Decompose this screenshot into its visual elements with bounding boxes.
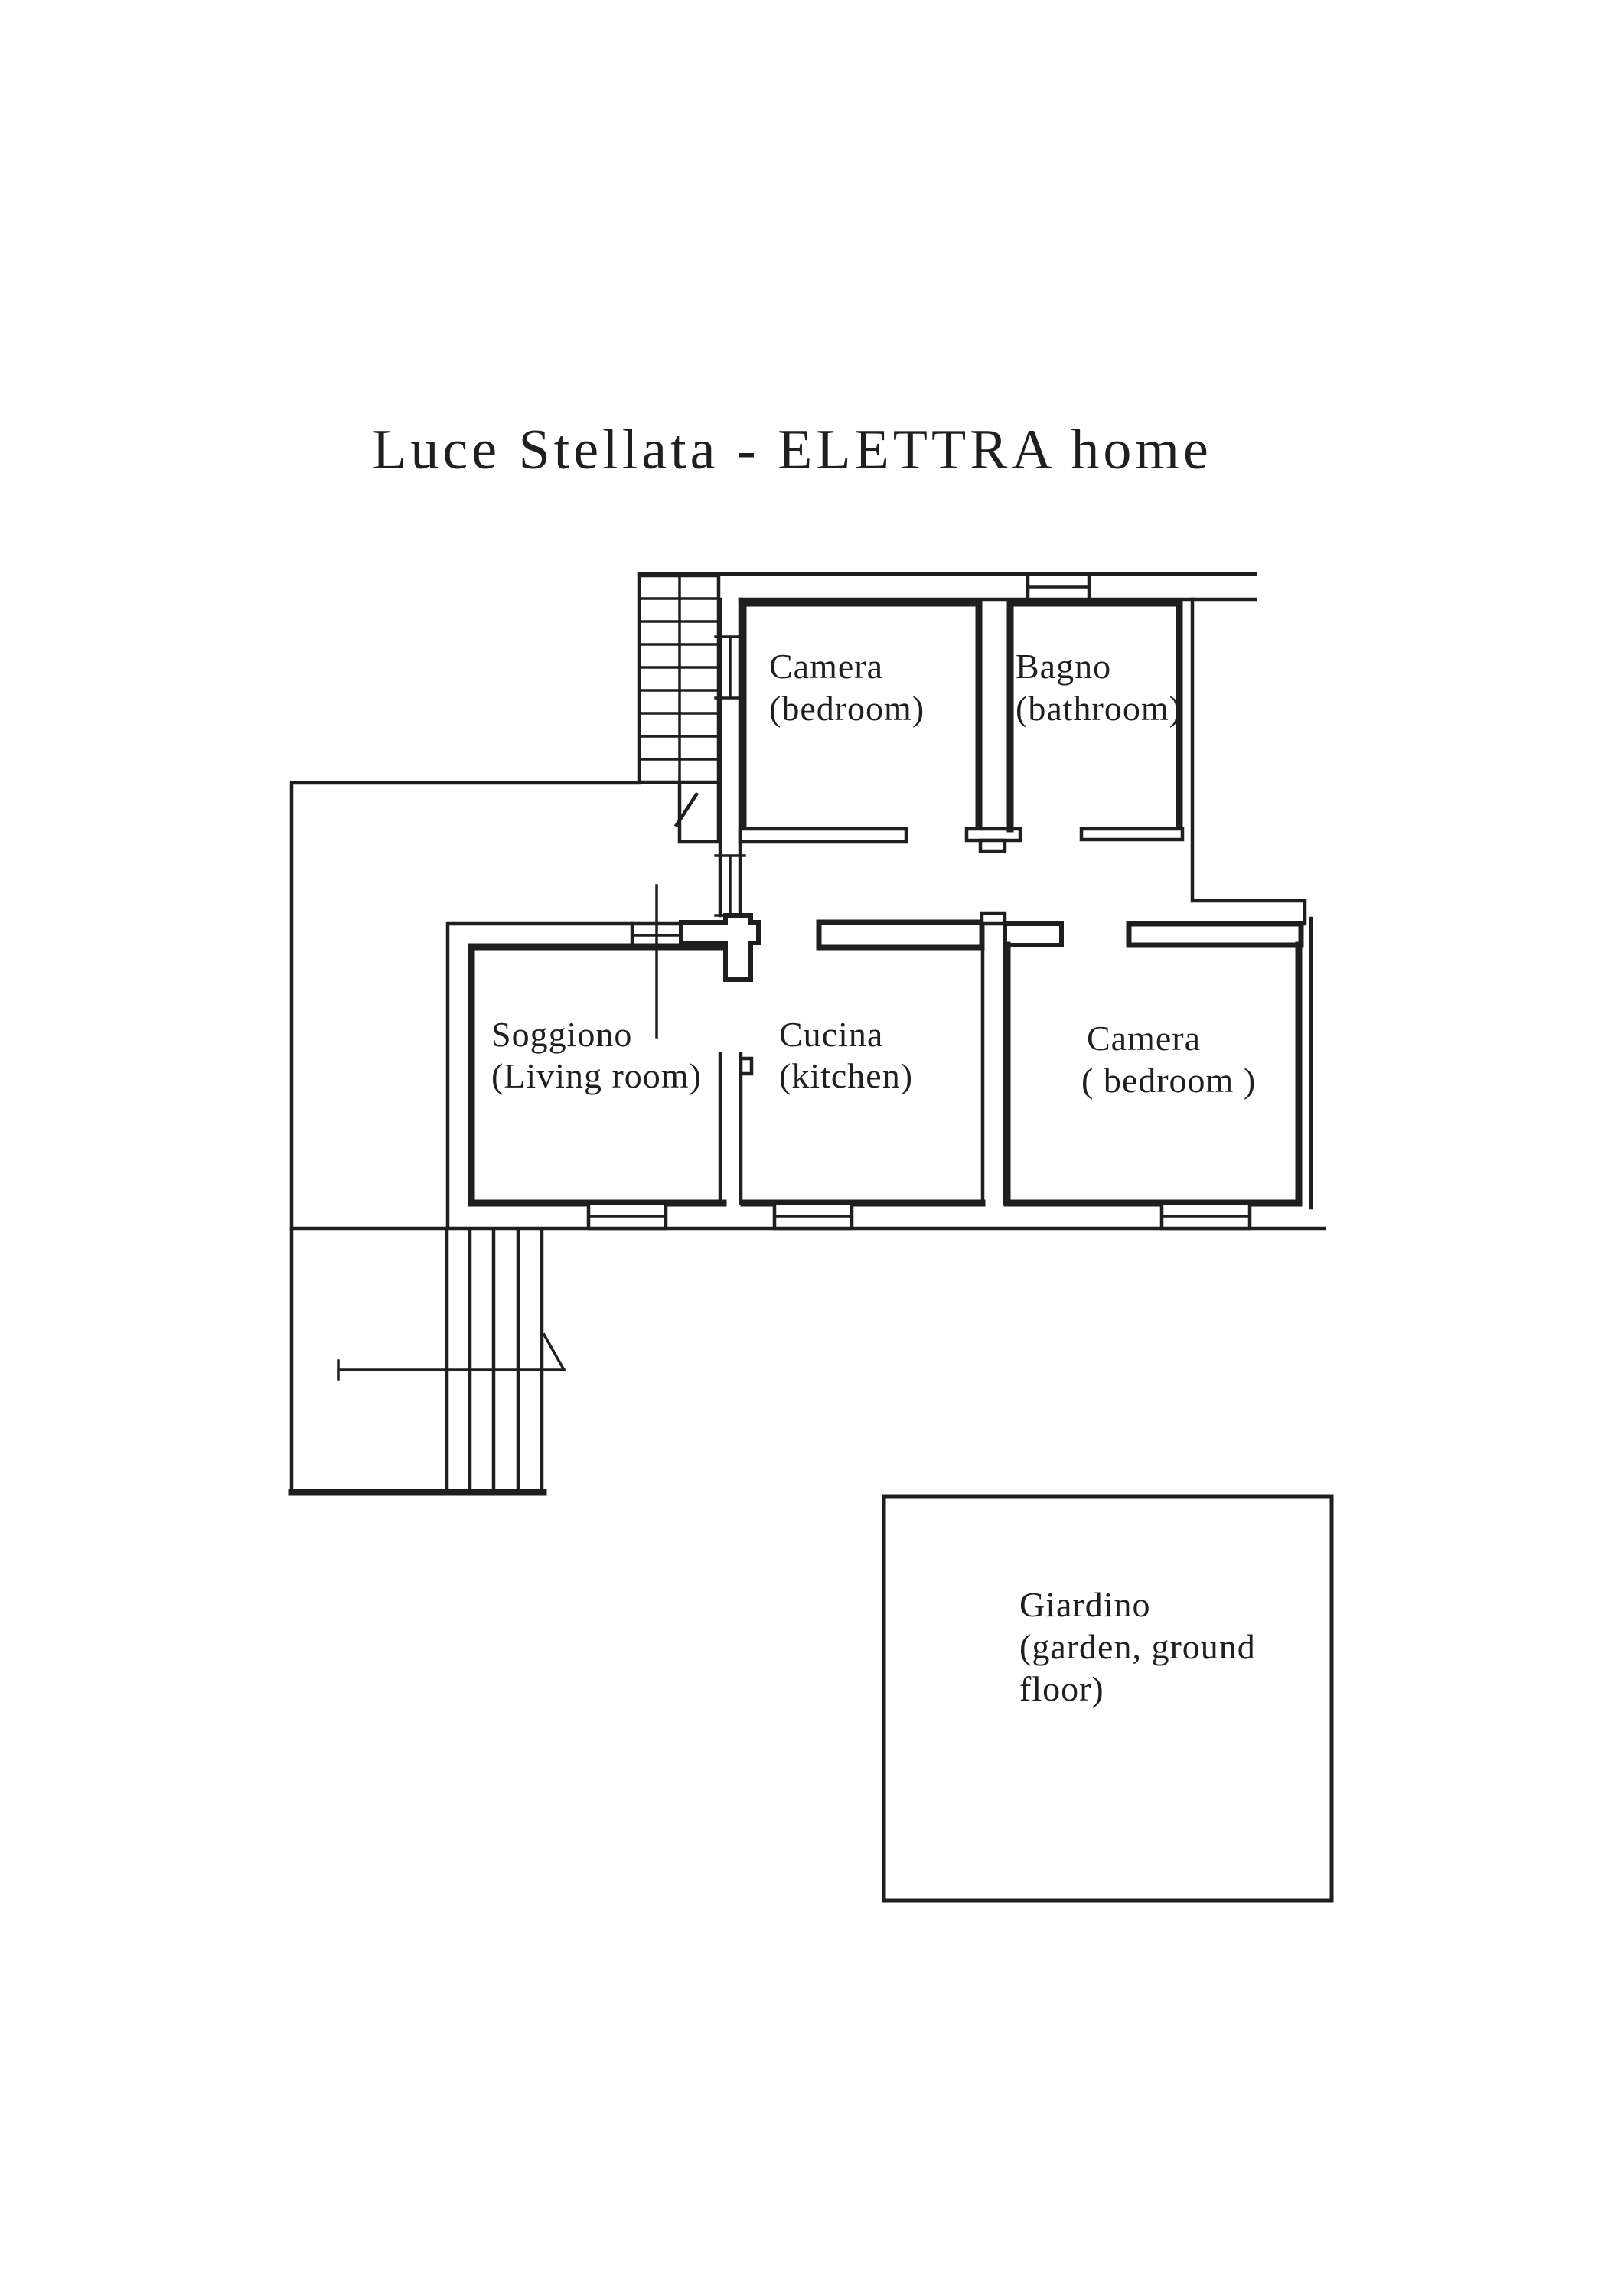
wall-cross-junction	[679, 913, 761, 982]
room-label-camera-top-en: (bedroom)	[769, 689, 925, 728]
room-label-bagno-en: (bathroom)	[1016, 689, 1182, 728]
cucina-camera-divider	[980, 943, 1007, 1205]
soggiono-cucina-wall	[718, 1052, 743, 1205]
corridor-walls	[445, 884, 1304, 1229]
room-label-soggiono: Soggiono	[491, 1015, 632, 1054]
room-label-camera-mid-en: ( bedroom )	[1081, 1061, 1256, 1100]
top-wall-window	[1026, 572, 1091, 602]
bottom-wall-windows	[586, 1201, 1252, 1231]
soggiono-room: Soggiono (Living room)	[468, 943, 727, 1207]
room-label-cucina-en: (kitchen)	[779, 1056, 913, 1095]
entry-wall	[673, 597, 746, 918]
camera-top-bottom-wall	[738, 827, 908, 844]
room-label-camera-mid: Camera	[1087, 1019, 1201, 1058]
camera-top-walls	[739, 599, 983, 833]
room-label-giardino-en1: (garden, ground	[1019, 1627, 1256, 1666]
room-label-cucina: Cucina	[779, 1015, 883, 1054]
room-label-camera-top: Camera	[769, 647, 883, 686]
lower-staircase-treads	[445, 1228, 544, 1495]
giardino-area: Giardino (garden, ground floor)	[882, 1494, 1334, 1903]
room-label-giardino-en2: floor)	[1019, 1669, 1104, 1708]
lower-staircase	[337, 1228, 566, 1495]
upper-staircase	[637, 573, 722, 844]
room-label-soggiono-en: (Living room)	[491, 1056, 702, 1095]
door-swing-icon	[673, 791, 699, 828]
stairs-direction-arrow	[337, 1332, 566, 1381]
room-label-bagno: Bagno	[1016, 647, 1111, 686]
wall-stub	[980, 911, 1007, 926]
camera-top-room: Camera (bedroom)	[738, 599, 1022, 853]
bagno-room: Bagno (bathroom)	[1006, 599, 1185, 842]
cucina-room: Cucina (kitchen)	[740, 1015, 986, 1207]
page-title: Luce Stellata - ELETTRA home	[372, 419, 1212, 481]
camera-mid-room: Camera ( bedroom )	[1003, 941, 1303, 1207]
bagno-walls	[1006, 599, 1183, 833]
camera-mid-walls	[1003, 941, 1303, 1207]
corridor-wall-tbar	[1003, 921, 1064, 947]
door-jamb	[739, 1056, 754, 1076]
soggiono-outer-face	[445, 921, 634, 1229]
bagno-bottom-wall	[1079, 827, 1185, 842]
room-label-giardino: Giardino	[1019, 1585, 1151, 1624]
giardino-boundary	[882, 1494, 1334, 1903]
cucina-top-wall	[816, 919, 985, 951]
left-exterior-wall	[289, 781, 641, 1495]
camera-mid-top-wall	[1126, 921, 1304, 948]
right-exterior-wall	[1190, 597, 1307, 926]
door-jamb	[978, 838, 1007, 853]
